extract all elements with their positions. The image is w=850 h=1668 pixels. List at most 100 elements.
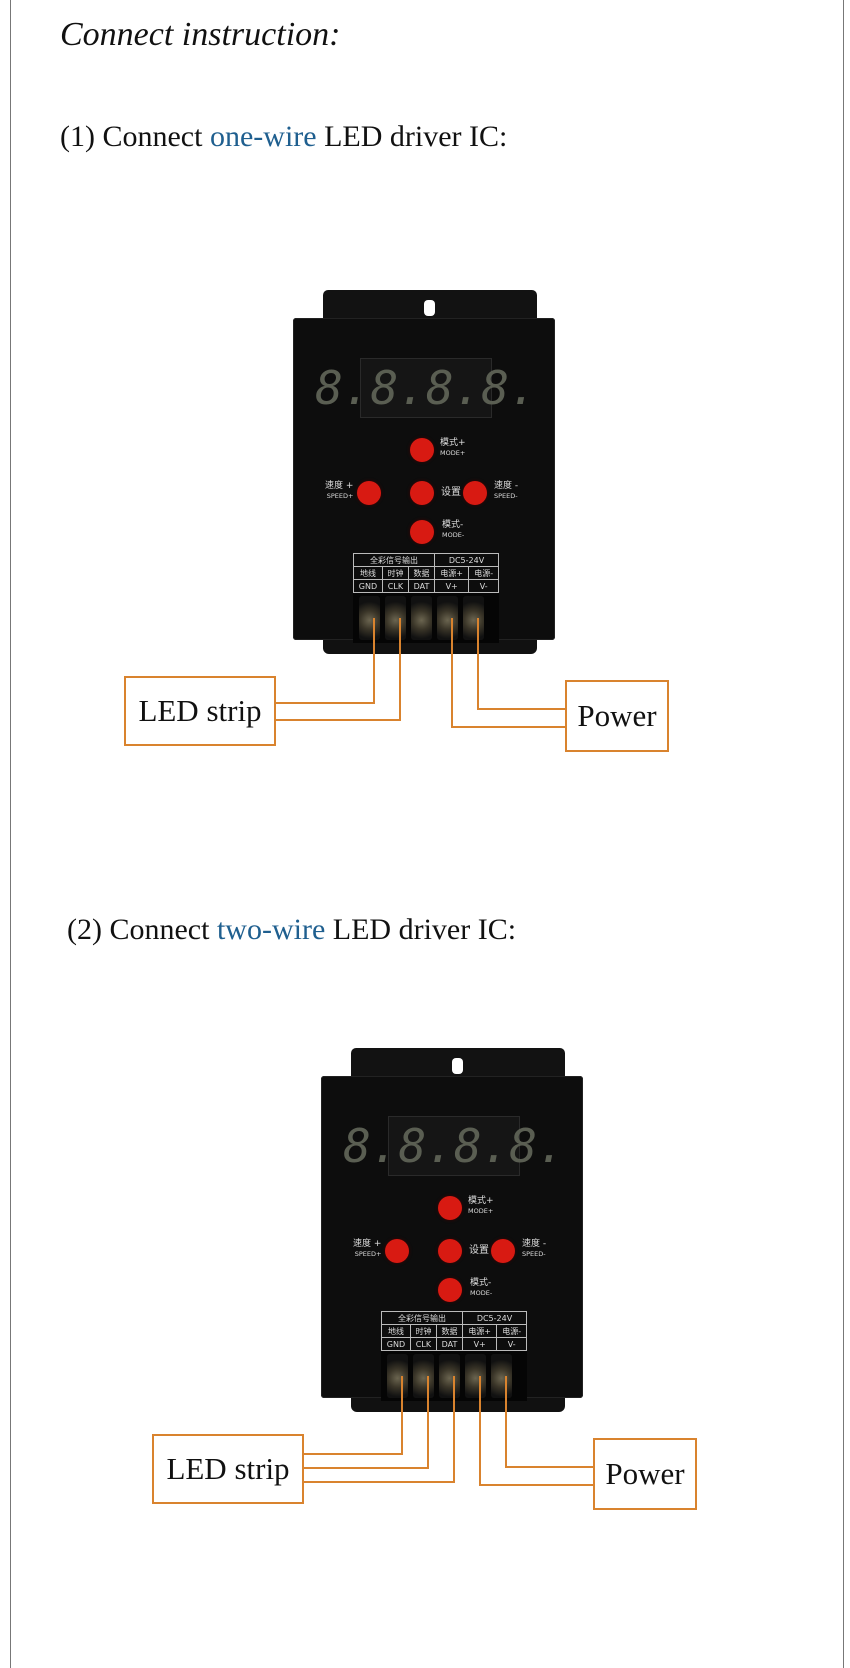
signal-group-label: 全彩信号输出: [353, 553, 435, 567]
terminal-cn-label: 数据: [435, 1324, 464, 1338]
mode-minus-button[interactable]: [438, 1278, 462, 1302]
terminal-cn-label: 电源+: [461, 1324, 498, 1338]
screw-terminal-gnd[interactable]: [387, 1354, 408, 1398]
screw-terminal-gnd[interactable]: [359, 596, 380, 640]
speed-plus-label: 速度 +SPEED+: [353, 1239, 382, 1258]
wire-power: [479, 1484, 593, 1486]
terminal-en-label: V+: [433, 579, 470, 593]
speed-plus-button[interactable]: [357, 481, 381, 505]
wire-gnd: [401, 1376, 403, 1453]
mount-hole-top: [452, 1058, 463, 1074]
led-strip-label: LED strip: [138, 693, 262, 728]
display-digits: 8.8.8.8.: [343, 1119, 565, 1173]
heading-suffix: LED driver IC:: [325, 913, 517, 946]
power-label: Power: [605, 1456, 685, 1491]
heading-highlight: one-wire: [209, 120, 317, 153]
terminal-en-label: CLK: [409, 1337, 437, 1351]
terminal-cn-label: 电源-: [468, 566, 499, 580]
display-digits: 8.8.8.8.: [315, 361, 537, 415]
set-label: 设置: [441, 487, 461, 498]
power-group-label: DC5-24V: [434, 553, 499, 567]
section-2-heading: (2) Connect two-wire LED driver IC:: [67, 913, 516, 947]
screw-terminal-vplus[interactable]: [465, 1354, 486, 1398]
wire-gnd: [304, 1453, 403, 1455]
heading-highlight: two-wire: [216, 913, 326, 946]
speed-minus-label: 速度 -SPEED-: [522, 1239, 547, 1258]
document-title: Connect instruction:: [60, 16, 341, 53]
terminal-cn-label: 地线: [381, 1324, 411, 1338]
terminal-cn-label: 电源-: [496, 1324, 527, 1338]
terminal-en-label: DAT: [435, 1337, 464, 1351]
wire-power: [451, 618, 453, 726]
screw-terminal-block: [353, 593, 499, 643]
screw-terminal-dat[interactable]: [411, 596, 432, 640]
wire-gnd: [276, 702, 375, 704]
terminal-en-label: V+: [461, 1337, 498, 1351]
page-frame: [10, 0, 844, 1668]
terminal-cn-label: 电源+: [433, 566, 470, 580]
wiring-diagram-two-wire: 8.8.8.8. 模式+MODE+ 速度 +SPEED+ 设置 速度 -SPEE…: [148, 1046, 708, 1516]
power-group-label: DC5-24V: [462, 1311, 527, 1325]
screw-terminal-clk[interactable]: [385, 596, 406, 640]
wire-power: [479, 1376, 481, 1484]
set-button[interactable]: [438, 1239, 462, 1263]
speed-plus-label: 速度 +SPEED+: [325, 481, 354, 500]
mount-hole-top: [424, 300, 435, 316]
heading-prefix: (2) Connect: [67, 913, 217, 946]
wire-power: [451, 726, 565, 728]
seven-segment-display: 8.8.8.8.: [343, 1116, 565, 1176]
wire-clk: [276, 719, 401, 721]
speed-minus-label: 速度 -SPEED-: [494, 481, 519, 500]
wire-dat: [453, 1376, 455, 1481]
mode-minus-label: 模式-MODE-: [470, 1278, 493, 1297]
set-button[interactable]: [410, 481, 434, 505]
terminal-cn-label: 数据: [407, 566, 436, 580]
heading-suffix: LED driver IC:: [316, 120, 508, 153]
heading-prefix: (1) Connect: [60, 120, 210, 153]
mode-minus-button[interactable]: [410, 520, 434, 544]
power-box: Power: [565, 680, 669, 752]
wire-power: [505, 1466, 593, 1468]
power-label: Power: [577, 698, 657, 733]
screw-terminal-dat[interactable]: [439, 1354, 460, 1398]
wire-clk: [304, 1467, 429, 1469]
screw-terminal-vminus[interactable]: [463, 596, 484, 640]
screw-terminal-vplus[interactable]: [437, 596, 458, 640]
power-box: Power: [593, 1438, 697, 1510]
wire-power: [477, 618, 479, 708]
terminal-en-label: V-: [496, 1337, 527, 1351]
terminal-en-label: GND: [353, 579, 383, 593]
terminal-en-label: DAT: [407, 579, 436, 593]
mode-plus-button[interactable]: [438, 1196, 462, 1220]
led-strip-label: LED strip: [166, 1451, 290, 1486]
wire-power: [505, 1376, 507, 1466]
terminal-en-label: GND: [381, 1337, 411, 1351]
terminal-en-label: V-: [468, 579, 499, 593]
wire-power: [477, 708, 565, 710]
seven-segment-display: 8.8.8.8.: [315, 358, 537, 418]
section-1-heading: (1) Connect one-wire LED driver IC:: [60, 120, 507, 154]
speed-minus-button[interactable]: [463, 481, 487, 505]
wire-clk: [427, 1376, 429, 1467]
wire-dat: [304, 1481, 455, 1483]
signal-group-label: 全彩信号输出: [381, 1311, 463, 1325]
led-strip-box: LED strip: [152, 1434, 304, 1504]
speed-plus-button[interactable]: [385, 1239, 409, 1263]
wire-clk: [399, 618, 401, 719]
screw-terminal-clk[interactable]: [413, 1354, 434, 1398]
set-label: 设置: [469, 1245, 489, 1256]
mode-minus-label: 模式-MODE-: [442, 520, 465, 539]
mode-plus-label: 模式+MODE+: [440, 438, 466, 457]
led-strip-box: LED strip: [124, 676, 276, 746]
terminal-cn-label: 时钟: [381, 566, 409, 580]
terminal-cn-label: 时钟: [409, 1324, 437, 1338]
mode-plus-label: 模式+MODE+: [468, 1196, 494, 1215]
terminal-cn-label: 地线: [353, 566, 383, 580]
wiring-diagram-one-wire: 8.8.8.8. 模式+MODE+ 速度 +SPEED+ 设置 速度 -SPEE…: [120, 288, 680, 758]
mode-plus-button[interactable]: [410, 438, 434, 462]
screw-terminal-vminus[interactable]: [491, 1354, 512, 1398]
speed-minus-button[interactable]: [491, 1239, 515, 1263]
wire-gnd: [373, 618, 375, 702]
